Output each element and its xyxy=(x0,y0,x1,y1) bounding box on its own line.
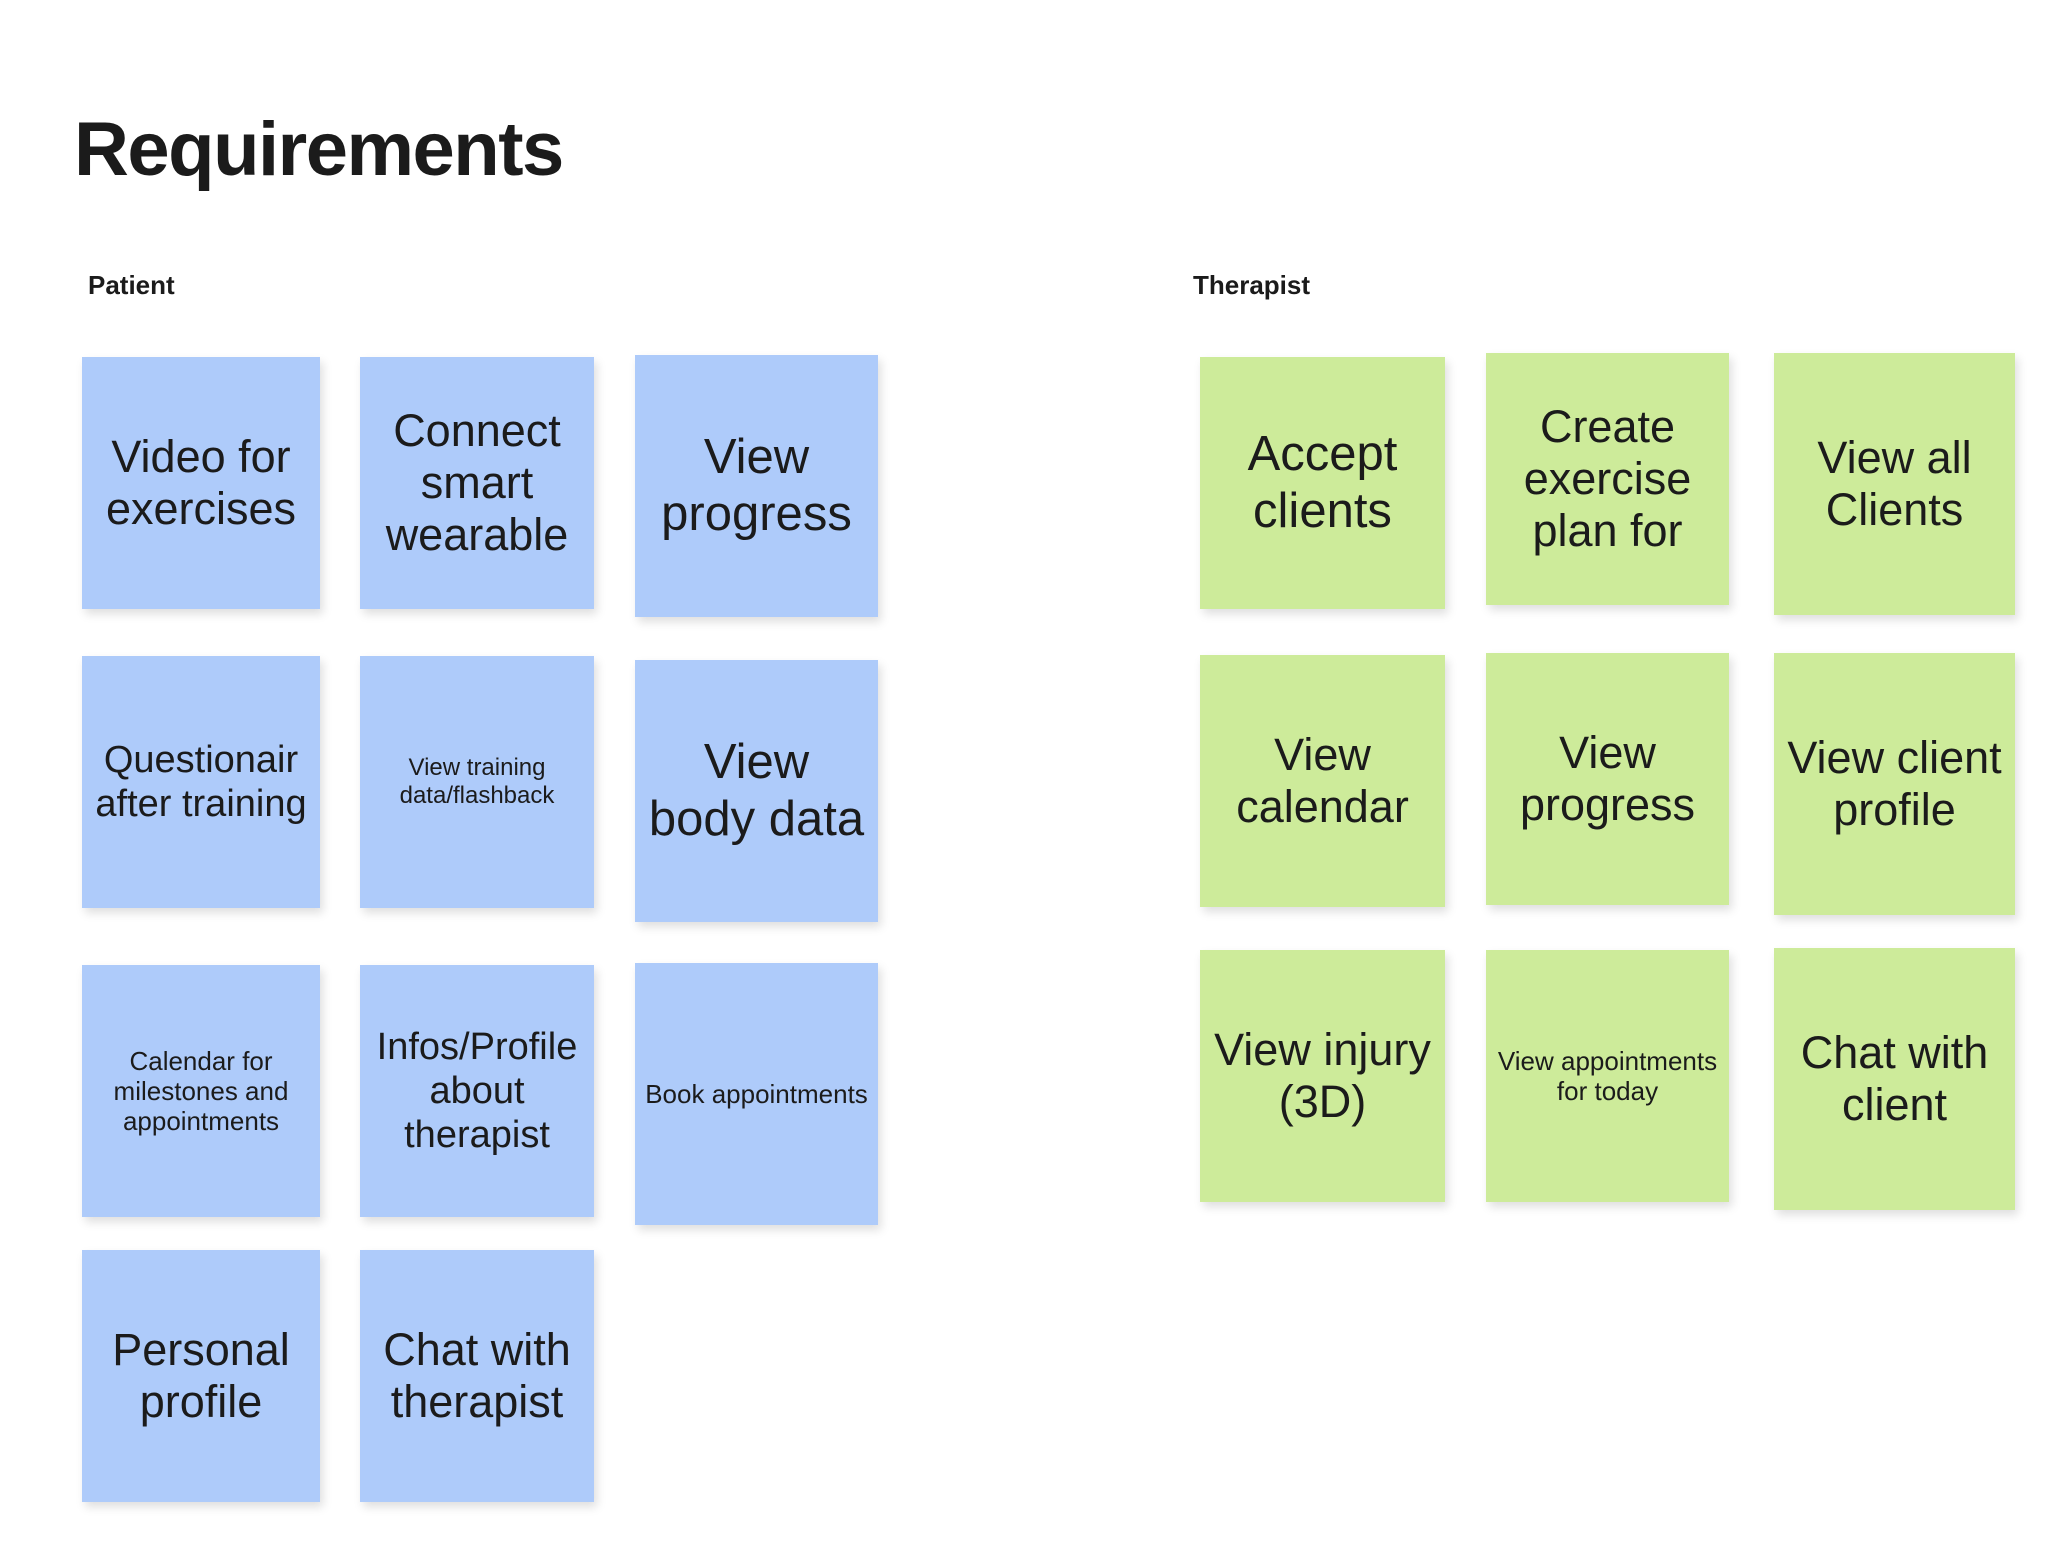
sticky-note-therapist-view-client-profile[interactable]: View client profile xyxy=(1774,653,2015,915)
sticky-note-text: Video for exercises xyxy=(105,430,297,534)
sticky-note-text: Infos/Profile about therapist xyxy=(376,1025,578,1157)
sticky-note-patient-chat-with-therapist[interactable]: Chat with therapist xyxy=(360,1250,594,1502)
sticky-note-patient-view-progress[interactable]: View progress xyxy=(635,355,878,617)
sticky-note-text: View calendar xyxy=(1236,728,1409,832)
sticky-note-patient-connect-smart-wearable[interactable]: Connect smart wearable xyxy=(360,357,594,609)
sticky-note-patient-questionair-after-training[interactable]: Questionair after training xyxy=(82,656,320,908)
sticky-note-therapist-accept-clients[interactable]: Accept clients xyxy=(1200,357,1445,609)
sticky-note-text: View all Clients xyxy=(1817,431,1972,535)
sticky-note-text: View client profile xyxy=(1787,731,2002,835)
column-label-patient: Patient xyxy=(88,270,175,300)
sticky-note-therapist-view-appointments-for-today[interactable]: View appointments for today xyxy=(1486,950,1729,1202)
sticky-note-therapist-create-exercise-plan-for[interactable]: Create exercise plan for xyxy=(1486,353,1729,605)
page-title: Requirements xyxy=(74,107,564,192)
sticky-note-text: Personal profile xyxy=(112,1323,290,1427)
column-label-therapist: Therapist xyxy=(1193,270,1311,300)
sticky-note-text: View body data xyxy=(648,735,865,846)
sticky-note-patient-infos-profile-about-therapist[interactable]: Infos/Profile about therapist xyxy=(360,965,594,1217)
sticky-note-patient-book-appointments[interactable]: Book appointments xyxy=(635,963,878,1225)
sticky-note-text: View injury (3D) xyxy=(1214,1023,1431,1127)
sticky-note-text: Book appointments xyxy=(645,1078,868,1109)
sticky-note-text: View progress xyxy=(1519,726,1696,830)
sticky-note-patient-view-body-data[interactable]: View body data xyxy=(635,660,878,922)
sticky-note-text: Questionair after training xyxy=(95,738,307,825)
sticky-note-text: Calendar for milestones and appointments xyxy=(113,1045,289,1137)
sticky-note-text: View appointments for today xyxy=(1497,1045,1718,1106)
sticky-note-therapist-view-all-clients[interactable]: View all Clients xyxy=(1774,353,2015,615)
sticky-note-therapist-view-calendar[interactable]: View calendar xyxy=(1200,655,1445,907)
sticky-note-therapist-view-progress[interactable]: View progress xyxy=(1486,653,1729,905)
sticky-note-patient-view-training-data-flashback[interactable]: View training data/flashback xyxy=(360,656,594,908)
sticky-note-patient-personal-profile[interactable]: Personal profile xyxy=(82,1250,320,1502)
sticky-note-therapist-chat-with-client[interactable]: Chat with client xyxy=(1774,948,2015,1210)
sticky-note-text: View training data/flashback xyxy=(399,754,555,809)
sticky-note-patient-video-for-exercises[interactable]: Video for exercises xyxy=(82,357,320,609)
sticky-note-therapist-view-injury-3d[interactable]: View injury (3D) xyxy=(1200,950,1445,1202)
sticky-note-text: Chat with therapist xyxy=(383,1323,571,1427)
sticky-note-text: Accept clients xyxy=(1247,427,1398,538)
sticky-note-text: Chat with client xyxy=(1800,1026,1989,1130)
sticky-note-patient-calendar-for-milestones-and-appointments[interactable]: Calendar for milestones and appointments xyxy=(82,965,320,1217)
sticky-note-text: View progress xyxy=(661,430,852,541)
sticky-note-text: Connect smart wearable xyxy=(385,404,569,561)
sticky-note-text: Create exercise plan for xyxy=(1523,400,1692,557)
